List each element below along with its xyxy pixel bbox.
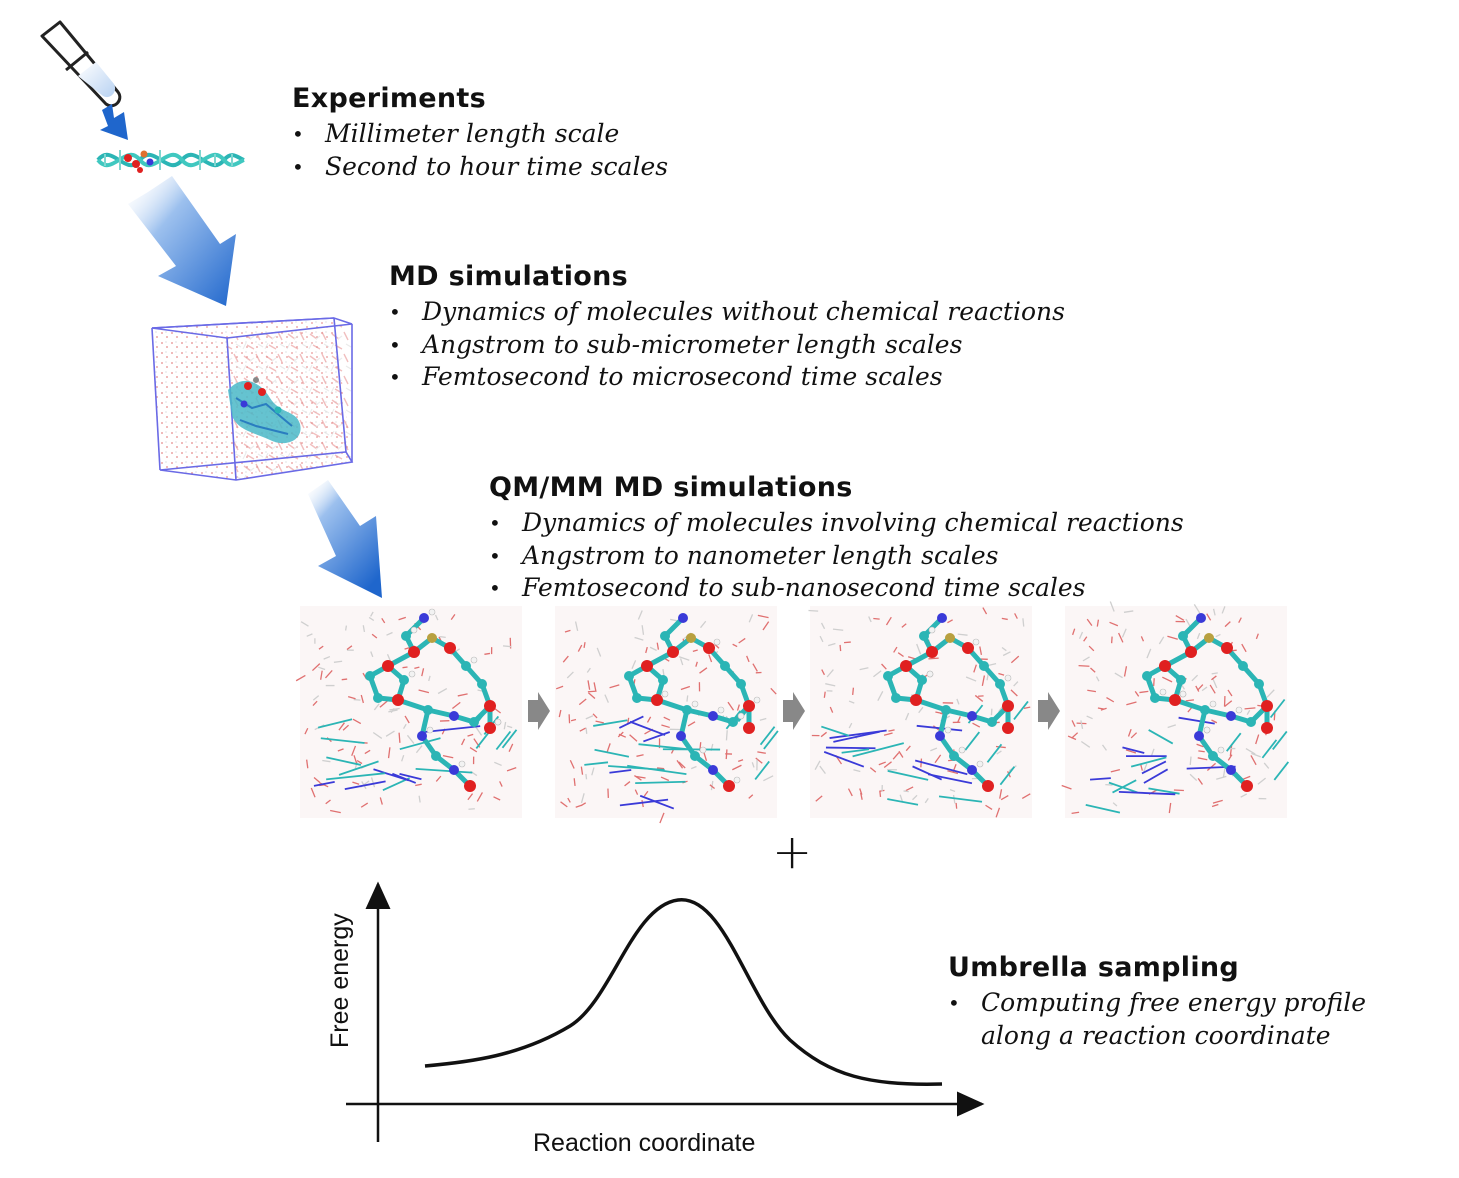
md-title: MD simulations <box>389 261 629 292</box>
umbrella-title: Umbrella sampling <box>948 952 1240 983</box>
umbrella-bullet: Computing free energy profile <box>948 987 1366 1020</box>
arrow-experiments-to-md <box>128 176 236 306</box>
qmmm-snapshot-2 <box>555 606 779 824</box>
qmmm-bullets: Dynamics of molecules involving chemical… <box>489 507 1184 605</box>
md-bullet: Dynamics of molecules without chemical r… <box>389 296 1065 329</box>
experiments-bullets: Millimeter length scale Second to hour t… <box>292 118 668 183</box>
experiments-bullet: Second to hour time scales <box>292 151 668 184</box>
arrow-md-to-qmmm <box>308 480 382 598</box>
y-axis-label: Free energy <box>326 913 354 1048</box>
qmmm-snapshot-row <box>295 601 1290 824</box>
umbrella-section: Umbrella sampling Computing free energy … <box>948 952 1366 1052</box>
step-arrow-3 <box>1038 692 1060 730</box>
plus-sign: + <box>772 824 813 880</box>
arrow-pipette-to-dna <box>100 104 128 140</box>
umbrella-bullet-continuation: along a reaction coordinate <box>981 1020 1331 1050</box>
snapshot-step-arrows <box>528 692 1060 730</box>
free-energy-curve <box>424 898 943 1086</box>
qmmm-bullet: Angstrom to nanometer length scales <box>489 540 1184 573</box>
md-section: MD simulations Dynamics of molecules wit… <box>389 261 1065 394</box>
x-axis-label: Reaction coordinate <box>533 1129 755 1157</box>
free-energy-plot: Free energy Reaction coordinate <box>326 881 985 1157</box>
experiments-title: Experiments <box>292 83 487 114</box>
umbrella-bullets: Computing free energy profile along a re… <box>948 987 1366 1052</box>
qmmm-bullet: Femtosecond to sub-nanosecond time scale… <box>489 572 1184 605</box>
pipette-icon <box>40 20 122 108</box>
md-bullets: Dynamics of molecules without chemical r… <box>389 296 1065 394</box>
md-water-box-image <box>151 317 354 481</box>
step-arrow-1 <box>528 692 550 730</box>
md-bullet: Angstrom to sub-micrometer length scales <box>389 329 1065 362</box>
qmmm-snapshot-1 <box>295 606 522 818</box>
step-arrow-2 <box>783 692 805 730</box>
qmmm-title: QM/MM MD simulations <box>489 472 853 503</box>
md-bullet: Femtosecond to microsecond time scales <box>389 361 1065 394</box>
qmmm-snapshot-3 <box>808 606 1032 818</box>
experiments-bullet: Millimeter length scale <box>292 118 668 151</box>
qmmm-snapshot-4 <box>1061 601 1290 818</box>
qmmm-bullet: Dynamics of molecules involving chemical… <box>489 507 1184 540</box>
experiments-section: Experiments Millimeter length scale Seco… <box>292 83 668 183</box>
qmmm-section: QM/MM MD simulations Dynamics of molecul… <box>489 472 1184 605</box>
dna-helix-image <box>96 150 245 173</box>
